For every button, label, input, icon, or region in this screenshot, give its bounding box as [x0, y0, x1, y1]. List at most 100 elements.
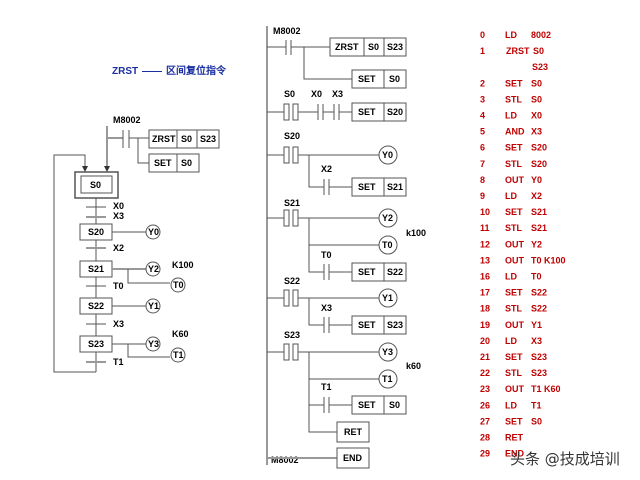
- opcode: LD: [505, 400, 517, 410]
- opcode: LD: [505, 111, 517, 121]
- svg-text:S0: S0: [389, 400, 400, 410]
- opcode: STL: [505, 223, 523, 233]
- svg-text:T1: T1: [173, 350, 184, 360]
- operand: S21: [531, 223, 547, 233]
- operand: S23: [532, 62, 548, 72]
- opcode: SET: [505, 288, 523, 298]
- svg-text:S0: S0: [284, 89, 295, 99]
- svg-text:X2: X2: [321, 164, 332, 174]
- step-number: 2: [480, 78, 485, 88]
- svg-text:M8002: M8002: [271, 455, 299, 465]
- svg-text:Y1: Y1: [148, 301, 159, 311]
- operand: T1: [531, 400, 542, 410]
- step-number: 11: [480, 223, 490, 233]
- step-number: 6: [480, 143, 485, 153]
- svg-text:T0: T0: [382, 240, 393, 250]
- title-code: ZRST: [112, 66, 138, 77]
- operand: X3: [531, 336, 542, 346]
- opcode: SET: [505, 352, 523, 362]
- opcode: LD: [505, 336, 517, 346]
- opcode: OUT: [505, 320, 525, 330]
- operand: S21: [531, 207, 547, 217]
- step-number: 13: [480, 255, 490, 265]
- step-number: 17: [480, 288, 490, 298]
- title-dash: ——: [142, 66, 162, 77]
- operand: X3: [531, 127, 542, 137]
- svg-text:SET: SET: [358, 267, 376, 277]
- svg-text:K100: K100: [172, 260, 194, 270]
- svg-text:SET: SET: [358, 107, 376, 117]
- operand: S0: [531, 78, 542, 88]
- svg-text:S23: S23: [387, 42, 403, 52]
- svg-text:S22: S22: [284, 276, 300, 286]
- svg-text:ZRST: ZRST: [152, 134, 176, 144]
- svg-text:X3: X3: [113, 319, 124, 329]
- operand: S20: [531, 143, 547, 153]
- svg-text:S21: S21: [284, 198, 300, 208]
- svg-text:M8002: M8002: [273, 26, 301, 36]
- svg-text:Y2: Y2: [382, 213, 393, 223]
- operand: X0: [531, 111, 542, 121]
- svg-text:X2: X2: [113, 243, 124, 253]
- operand: 8002: [531, 30, 551, 40]
- opcode: SET: [505, 143, 523, 153]
- svg-text:SET: SET: [358, 400, 376, 410]
- step-number: 28: [480, 433, 490, 443]
- step-number: 8: [480, 175, 485, 185]
- svg-text:Y0: Y0: [148, 227, 159, 237]
- opcode: SET: [505, 416, 523, 426]
- svg-text:S23: S23: [387, 320, 403, 330]
- operand: Y1: [531, 320, 542, 330]
- svg-text:T1: T1: [113, 357, 124, 367]
- svg-text:S23: S23: [284, 330, 300, 340]
- svg-text:S20: S20: [284, 131, 300, 141]
- opcode: ZRST: [506, 46, 530, 56]
- step-number: 18: [480, 304, 490, 314]
- svg-text:T1: T1: [382, 374, 393, 384]
- step-number: 22: [480, 368, 490, 378]
- svg-text:SET: SET: [358, 320, 376, 330]
- opcode: LD: [505, 30, 517, 40]
- svg-text:S23: S23: [200, 134, 216, 144]
- sfc-m8002-label: M8002: [113, 115, 141, 125]
- title-desc: 区间复位指令: [166, 64, 227, 77]
- svg-text:SET: SET: [358, 74, 376, 84]
- opcode: LD: [505, 272, 517, 282]
- svg-text:k100: k100: [406, 228, 426, 238]
- operand: T1 K60: [531, 384, 561, 394]
- opcode: RET: [505, 433, 524, 443]
- svg-text:SET: SET: [154, 158, 172, 168]
- operand: S22: [531, 304, 547, 314]
- operand: S23: [531, 352, 547, 362]
- opcode: SET: [505, 207, 523, 217]
- operand: S20: [531, 159, 547, 169]
- opcode: OUT: [505, 384, 525, 394]
- opcode: OUT: [505, 239, 525, 249]
- sfc-diagram: M8002 ZRST S0 S23 SET S0 S0 X0 X3 S: [53, 115, 220, 373]
- step-number: 0: [480, 30, 485, 40]
- operand: T0: [531, 272, 542, 282]
- step-number: 20: [480, 336, 490, 346]
- opcode: STL: [505, 159, 523, 169]
- opcode: END: [505, 449, 525, 459]
- svg-text:S0: S0: [181, 134, 192, 144]
- watermark: 头条 @技成培训: [510, 450, 620, 468]
- svg-text:SET: SET: [358, 182, 376, 192]
- step-number: 26: [480, 400, 490, 410]
- opcode: STL: [505, 94, 523, 104]
- operand: S23: [531, 368, 547, 378]
- svg-text:S21: S21: [88, 264, 104, 274]
- operand: X2: [531, 191, 542, 201]
- operand: T0 K100: [531, 255, 566, 265]
- svg-text:X3: X3: [332, 89, 343, 99]
- svg-text:Y3: Y3: [382, 347, 393, 357]
- svg-text:k60: k60: [406, 361, 421, 371]
- step-number: 29: [480, 449, 490, 459]
- svg-text:ZRST: ZRST: [335, 42, 359, 52]
- svg-text:Y0: Y0: [382, 150, 393, 160]
- step-number: 23: [480, 384, 490, 394]
- step-number: 21: [480, 352, 490, 362]
- opcode: SET: [505, 78, 523, 88]
- operand: S0: [531, 416, 542, 426]
- svg-text:S0: S0: [389, 74, 400, 84]
